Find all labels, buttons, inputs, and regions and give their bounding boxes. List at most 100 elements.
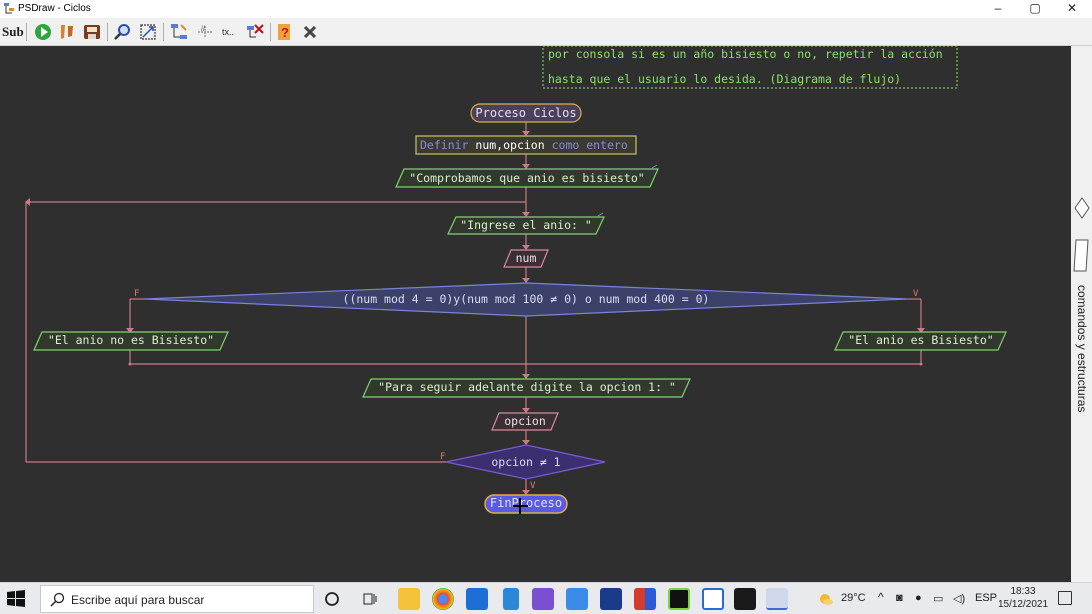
svg-text:tx..: tx..	[222, 27, 234, 37]
flowchart-canvas[interactable]: por consola si es un año bisiesto o no, …	[0, 46, 1071, 582]
flowchart-diagram: por consola si es un año bisiesto o no, …	[25, 46, 1007, 514]
help-icon: ?	[278, 24, 290, 40]
delete-button[interactable]	[245, 22, 265, 42]
network-icon[interactable]: ▭	[933, 593, 944, 605]
decision-2-false-label: F	[440, 452, 445, 462]
comment-icon: //	[198, 26, 212, 38]
define-type: como entero	[552, 138, 628, 152]
chrome-icon[interactable]	[432, 588, 454, 610]
toolbar-separator	[270, 23, 271, 41]
svg-text:?: ?	[281, 25, 289, 40]
taskbar: Escribe aquí para buscar 29°C ^ ◙ ● ▭ ◁)…	[0, 582, 1092, 614]
zoom-icon	[114, 24, 130, 40]
toolbar-separator	[107, 23, 108, 41]
meet-icon[interactable]: ◙	[896, 592, 903, 604]
comment-button[interactable]: //	[195, 22, 215, 42]
side-panel-label[interactable]: comandos y estructuras	[1075, 285, 1089, 413]
clock-time: 18:33	[1010, 586, 1036, 597]
notifications-icon[interactable]	[1058, 591, 1072, 605]
side-panel-tabs-icon[interactable]	[1073, 196, 1091, 276]
fit-icon	[140, 24, 156, 40]
sub-button[interactable]: Sub	[2, 22, 24, 42]
weather-temperature[interactable]: 29°C	[841, 592, 866, 604]
close-window-button[interactable]: ✕	[1066, 1, 1078, 15]
pseint-icon[interactable]	[734, 588, 756, 610]
draw-icon	[171, 24, 187, 39]
output-block-2[interactable]	[447, 216, 605, 235]
step-icon	[61, 25, 73, 39]
weather-icon[interactable]	[818, 592, 834, 606]
close-file-button[interactable]	[300, 22, 320, 42]
text-icon: tx..	[222, 27, 234, 37]
minimize-button[interactable]: –	[994, 1, 1002, 15]
step-button[interactable]	[57, 22, 77, 42]
define-block-text: Definir num,opcion como entero	[420, 138, 628, 152]
zoom-button[interactable]	[113, 22, 133, 42]
output-text-3: "Para seguir adelante digite la opcion 1…	[378, 380, 676, 394]
windows-start-icon[interactable]	[6, 589, 26, 609]
phone-icon[interactable]	[503, 588, 519, 610]
close-icon	[303, 25, 317, 39]
cortana-icon[interactable]	[324, 591, 340, 607]
decision-2-true-label: V	[530, 481, 536, 491]
window-app-icon[interactable]	[702, 588, 724, 610]
save-icon	[84, 25, 100, 39]
chevron-up-icon[interactable]: ^	[878, 590, 884, 604]
decision-continue-text: opcion ≠ 1	[491, 455, 560, 469]
decision-1-true-label: V	[913, 289, 919, 299]
output-text-1: "Comprobamos que anio es bisiesto"	[409, 171, 644, 185]
draw-button[interactable]	[169, 22, 189, 42]
decision-leap-year[interactable]	[144, 282, 908, 317]
delete-icon	[247, 24, 264, 38]
output-block-3[interactable]	[362, 378, 691, 398]
mail-icon[interactable]	[466, 588, 488, 610]
sub-icon: Sub	[2, 24, 24, 39]
microphone-icon[interactable]: ●	[915, 592, 922, 604]
output-text-not-leap: "El anio no es Bisiesto"	[48, 333, 214, 347]
task-view-icon[interactable]	[362, 591, 378, 607]
svg-text://: //	[201, 26, 205, 33]
clock-date: 15/12/2021	[997, 599, 1049, 610]
input-block-num[interactable]	[503, 249, 549, 268]
volume-icon[interactable]: ◁)	[953, 593, 966, 605]
fit-button[interactable]	[138, 22, 158, 42]
output-block-leap[interactable]	[834, 331, 1007, 351]
pycharm-icon[interactable]	[668, 588, 690, 610]
input-text-num: num	[516, 251, 537, 265]
save-button[interactable]	[82, 22, 102, 42]
end-terminal[interactable]	[484, 494, 568, 514]
output-text-leap: "El anio es Bisiesto"	[848, 333, 993, 347]
define-block[interactable]	[415, 135, 637, 155]
define-vars: num,opcion	[475, 138, 544, 152]
input-block-opcion[interactable]	[491, 412, 559, 431]
visual-studio-icon[interactable]	[532, 588, 554, 610]
title-bar: PSDraw - Ciclos – ▢ ✕	[0, 0, 1092, 18]
run-button[interactable]	[33, 22, 53, 42]
comment-line-1: por consola si es un año bisiesto o no, …	[548, 47, 943, 61]
maximize-button[interactable]: ▢	[1029, 1, 1041, 15]
app-icon-blocks[interactable]	[634, 588, 656, 610]
language-indicator[interactable]: ESP	[975, 592, 998, 604]
toolbar-separator	[163, 23, 164, 41]
output-block-not-leap[interactable]	[33, 331, 229, 351]
side-panel[interactable]	[1071, 46, 1092, 582]
start-label: Proceso Ciclos	[475, 106, 576, 120]
output-block-1[interactable]	[395, 168, 659, 188]
decision-1-false-label: F	[134, 289, 139, 299]
toolbar: Sub // tx.. ?	[0, 18, 1092, 46]
search-placeholder: Escribe aquí para buscar	[71, 593, 205, 607]
help-button[interactable]: ?	[275, 22, 295, 42]
file-explorer-icon[interactable]	[398, 588, 420, 610]
app-icon-hexagon[interactable]	[566, 588, 588, 610]
decision-continue[interactable]	[445, 444, 606, 480]
psdraw-taskbar-icon[interactable]	[766, 588, 788, 610]
text-button[interactable]: tx..	[220, 22, 240, 42]
run-icon	[35, 24, 51, 40]
input-text-opcion: opcion	[504, 414, 546, 428]
start-terminal[interactable]	[470, 103, 582, 123]
taskbar-search-input[interactable]: Escribe aquí para buscar	[40, 585, 314, 613]
search-icon	[50, 592, 65, 607]
crosshair-cursor-icon	[513, 498, 528, 514]
dev-app-icon[interactable]	[600, 588, 622, 610]
clock[interactable]: 18:33 15/12/2021	[997, 585, 1049, 611]
